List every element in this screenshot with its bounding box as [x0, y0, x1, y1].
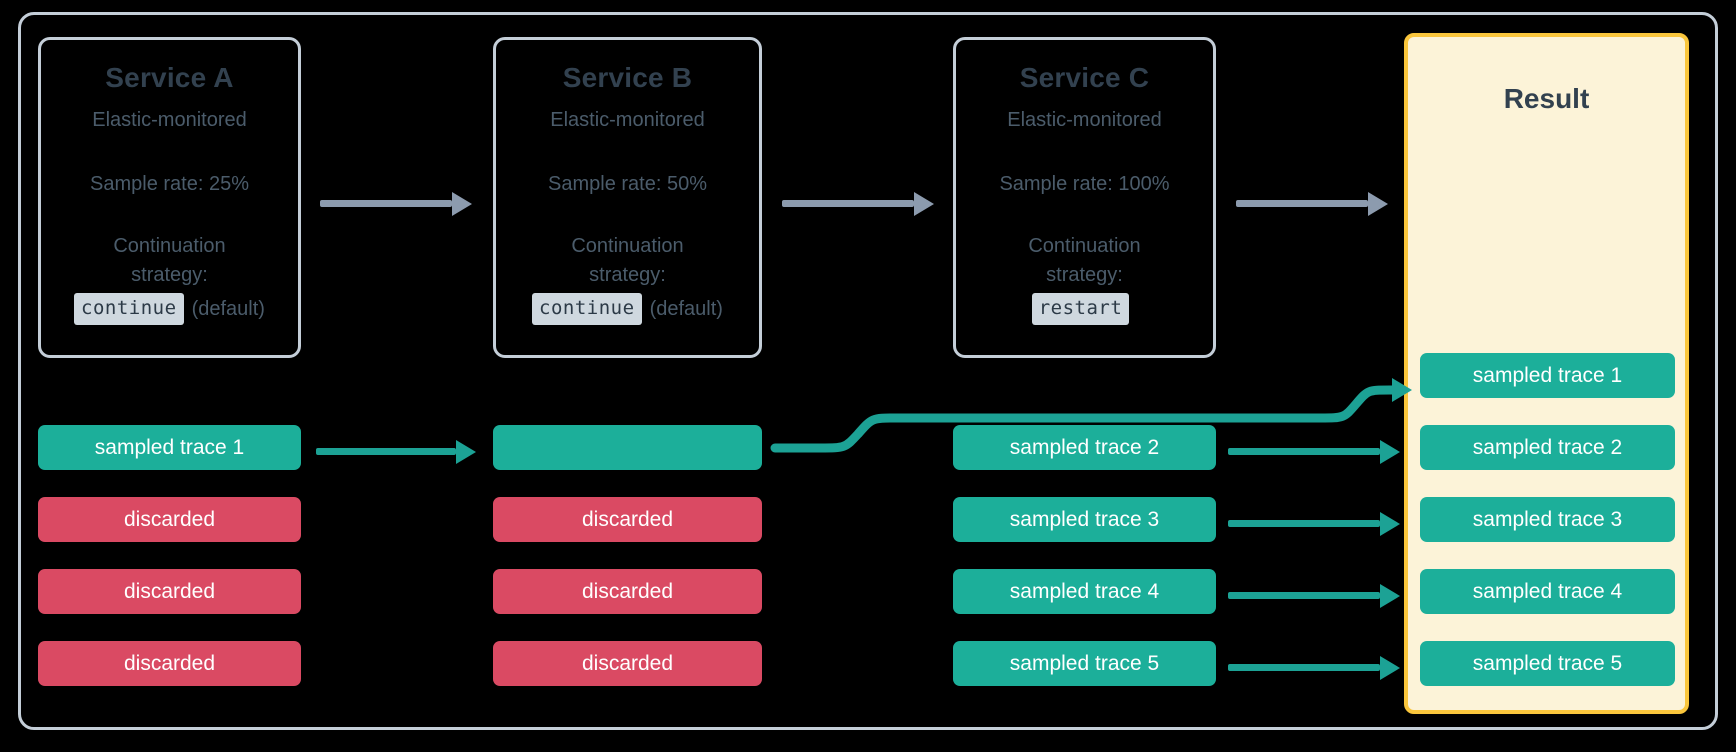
- service-a-strategy: Continuation strategy: continue (default…: [74, 232, 265, 325]
- service-c-subtitle: Elastic-monitored: [1007, 109, 1162, 132]
- trace-bar-b-3[interactable]: discarded: [493, 569, 762, 614]
- service-c-strategy: Continuation strategy: restart: [1028, 232, 1141, 325]
- result-trace-bar-4-label: sampled trace 4: [1472, 580, 1623, 603]
- trace-bar-c-3[interactable]: sampled trace 4: [953, 569, 1216, 614]
- trace-bar-c-1[interactable]: sampled trace 2: [953, 425, 1216, 470]
- trace-bar-c-4-label: sampled trace 5: [1009, 652, 1160, 675]
- result-trace-bar-4[interactable]: sampled trace 4: [1420, 569, 1675, 614]
- trace-bar-b-1[interactable]: [493, 425, 762, 470]
- service-c-title: Service C: [1019, 62, 1150, 93]
- result-trace-bar-5-label: sampled trace 5: [1472, 652, 1623, 675]
- service-box-c: Service C Elastic-monitored Sample rate:…: [953, 37, 1216, 358]
- result-title: Result: [1503, 83, 1590, 114]
- service-box-a: Service A Elastic-monitored Sample rate:…: [38, 37, 301, 358]
- service-a-sample-rate: Sample rate: 25%: [90, 173, 249, 196]
- service-box-b: Service B Elastic-monitored Sample rate:…: [493, 37, 762, 358]
- trace-bar-a-3[interactable]: discarded: [38, 569, 301, 614]
- service-b-sample-rate: Sample rate: 50%: [548, 173, 707, 196]
- trace-bar-a-2-label: discarded: [123, 508, 216, 531]
- trace-bar-c-4[interactable]: sampled trace 5: [953, 641, 1216, 686]
- service-a-strategy-label-line1: Continuation: [113, 235, 226, 258]
- result-trace-bar-5[interactable]: sampled trace 5: [1420, 641, 1675, 686]
- trace-bar-a-4[interactable]: discarded: [38, 641, 301, 686]
- service-b-title: Service B: [562, 62, 693, 93]
- trace-bar-a-3-label: discarded: [123, 580, 216, 603]
- result-trace-bar-3-label: sampled trace 3: [1472, 508, 1623, 531]
- service-a-strategy-note: (default): [191, 297, 265, 320]
- trace-bar-c-2-label: sampled trace 3: [1009, 508, 1160, 531]
- service-c-strategy-value: restart: [1031, 292, 1130, 325]
- service-a-title: Service A: [105, 62, 234, 93]
- result-trace-bar-2[interactable]: sampled trace 2: [1420, 425, 1675, 470]
- service-c-strategy-label-line1: Continuation: [1028, 235, 1141, 258]
- trace-bar-a-1[interactable]: sampled trace 1: [38, 425, 301, 470]
- trace-bar-c-3-label: sampled trace 4: [1009, 580, 1160, 603]
- service-b-strategy: Continuation strategy: continue (default…: [532, 232, 723, 325]
- trace-bar-c-1-label: sampled trace 2: [1009, 436, 1160, 459]
- service-b-strategy-label-line2: strategy:: [589, 263, 666, 286]
- trace-bar-b-4[interactable]: discarded: [493, 641, 762, 686]
- result-trace-bar-1[interactable]: sampled trace 1: [1420, 353, 1675, 398]
- result-trace-bar-1-label: sampled trace 1: [1472, 364, 1623, 387]
- service-b-strategy-note: (default): [649, 297, 723, 320]
- trace-bar-b-2[interactable]: discarded: [493, 497, 762, 542]
- trace-bar-a-2[interactable]: discarded: [38, 497, 301, 542]
- service-c-sample-rate: Sample rate: 100%: [999, 173, 1170, 196]
- result-trace-bar-2-label: sampled trace 2: [1472, 436, 1623, 459]
- trace-bar-b-4-label: discarded: [581, 652, 674, 675]
- service-b-strategy-label-line1: Continuation: [571, 235, 684, 258]
- trace-bar-a-1-label: sampled trace 1: [94, 436, 245, 459]
- trace-bar-b-2-label: discarded: [581, 508, 674, 531]
- service-a-strategy-value: continue: [74, 292, 184, 325]
- trace-bar-a-4-label: discarded: [123, 652, 216, 675]
- trace-bar-c-2[interactable]: sampled trace 3: [953, 497, 1216, 542]
- result-trace-bar-3[interactable]: sampled trace 3: [1420, 497, 1675, 542]
- trace-bar-b-3-label: discarded: [581, 580, 674, 603]
- service-b-strategy-value: continue: [532, 292, 642, 325]
- service-a-strategy-label-line2: strategy:: [131, 263, 208, 286]
- service-c-strategy-label-line2: strategy:: [1046, 263, 1123, 286]
- service-b-subtitle: Elastic-monitored: [550, 109, 705, 132]
- service-a-subtitle: Elastic-monitored: [92, 109, 247, 132]
